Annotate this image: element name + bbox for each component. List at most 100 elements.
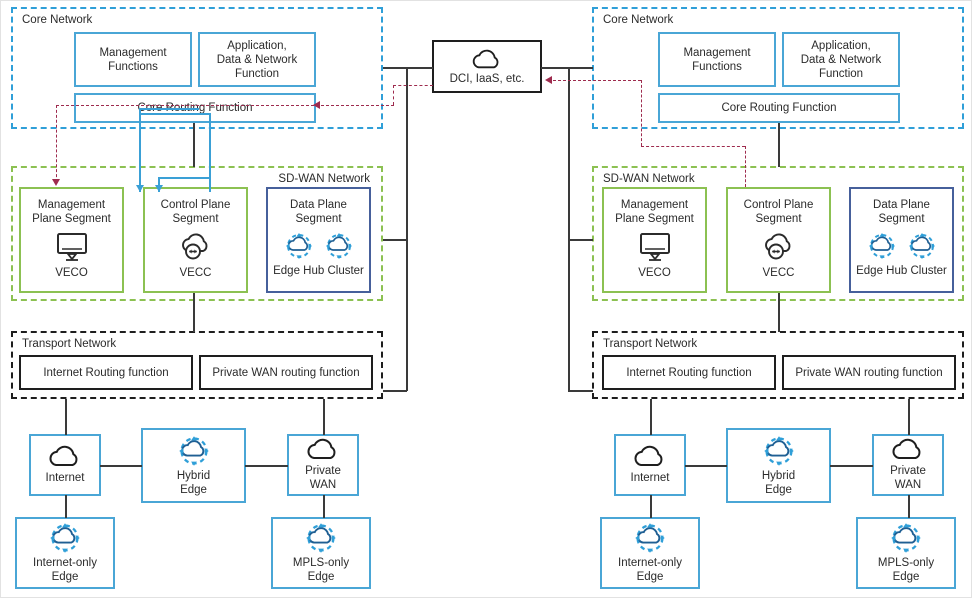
left-mgmt-dashed-from-dci [393, 85, 433, 86]
right-transport-network-label: Transport Network [603, 338, 698, 350]
left-mpls-only-edge-node-label: MPLS-only Edge [292, 557, 350, 583]
left-internet-routing-function-box[interactable]: Internet Routing function [19, 355, 193, 390]
dci-iaas-label: DCI, IaaS, etc. [449, 73, 525, 85]
right-sdwan-to-transport-connector [778, 293, 780, 332]
left-sdwan-to-transport-connector [193, 293, 195, 332]
right-outer-spine-vertical [568, 67, 570, 391]
right-control-plane-segment-title: Control Plane Segment [743, 199, 814, 225]
right-spine-to-dci-link [541, 67, 569, 69]
right-internet-only-edge-node-label: Internet-only Edge [618, 557, 682, 583]
left-spine-to-dci-link [383, 67, 433, 69]
edge-node-icon [304, 522, 338, 554]
right-mpls-only-edge-node-label: MPLS-only Edge [877, 557, 935, 583]
right-mgmt-dashed-vertical-down [745, 146, 746, 187]
left-internet-routing-to-internet-connector [65, 399, 67, 435]
right-transport-network-zone: Transport Network [592, 331, 964, 399]
right-management-plane-segment-caption: VECO [638, 267, 671, 279]
right-core-management-functions-label: Management Functions [683, 46, 751, 73]
right-management-plane-segment[interactable]: Management Plane Segment VECO [602, 187, 707, 293]
left-core-application-data-network-box[interactable]: Application, Data & Network Function [198, 32, 316, 87]
right-core-network-label: Core Network [603, 14, 674, 26]
left-private-wan-routing-to-wan-connector [323, 399, 325, 435]
left-core-network-label: Core Network [22, 14, 93, 26]
left-internet-only-edge-node-label: Internet-only Edge [33, 557, 97, 583]
left-mpls-only-edge-node[interactable]: MPLS-only Edge [271, 517, 371, 589]
right-private-wan-routing-to-wan-connector [908, 399, 910, 435]
left-control-arrow-a [135, 185, 144, 192]
right-private-wan-node[interactable]: Private WAN [872, 434, 944, 496]
right-hybrid-edge-node[interactable]: Hybrid Edge [726, 428, 831, 503]
left-control-line-b-down [158, 177, 160, 192]
left-core-management-functions-label: Management Functions [99, 46, 167, 73]
left-mgmt-dashed-horizontal-long [56, 105, 394, 106]
left-control-line-b-horizontal [158, 177, 211, 179]
cloud-icon [466, 49, 508, 71]
right-core-application-data-network-box[interactable]: Application, Data & Network Function [782, 32, 900, 87]
right-core-routing-function-label: Core Routing Function [721, 102, 837, 114]
left-control-line-b-vertical [209, 113, 211, 192]
left-management-plane-segment-caption: VECO [55, 267, 88, 279]
right-mgmt-dashed-horizontal [641, 146, 745, 147]
left-mgmt-dashed-arrow [51, 179, 60, 186]
left-data-plane-segment[interactable]: Data Plane Segment Edge Hub Cluster [266, 187, 371, 293]
left-internet-only-edge-node[interactable]: Internet-only Edge [15, 517, 115, 589]
left-internet-routing-function-label: Internet Routing function [43, 366, 169, 379]
right-mpls-only-edge-node[interactable]: MPLS-only Edge [856, 517, 956, 589]
left-management-plane-segment-title: Management Plane Segment [32, 199, 111, 225]
right-spine-to-core-link [568, 67, 593, 69]
right-private-wan-routing-function-label: Private WAN routing function [795, 366, 943, 379]
left-private-wan-node[interactable]: Private WAN [287, 434, 359, 496]
right-hybrid-edge-node-label: Hybrid Edge [761, 469, 796, 496]
right-internet-only-edge-node[interactable]: Internet-only Edge [600, 517, 700, 589]
left-internet-to-internet-only-connector [65, 495, 67, 518]
monitor-icon [638, 232, 672, 262]
right-internet-node[interactable]: Internet [614, 434, 686, 496]
left-sdwan-network-label: SD-WAN Network [278, 173, 370, 185]
right-core-routing-function-box[interactable]: Core Routing Function [658, 93, 900, 123]
left-internet-node[interactable]: Internet [29, 434, 101, 496]
right-private-wan-routing-function-box[interactable]: Private WAN routing function [782, 355, 956, 390]
cloud-icon [888, 438, 928, 462]
left-internet-to-hybrid-link [100, 465, 142, 467]
edge-cluster-icon [284, 232, 354, 260]
right-data-plane-segment[interactable]: Data Plane Segment Edge Hub Cluster [849, 187, 954, 293]
left-core-management-functions-box[interactable]: Management Functions [74, 32, 192, 87]
left-management-plane-segment[interactable]: Management Plane Segment VECO [19, 187, 124, 293]
left-private-wan-routing-function-label: Private WAN routing function [212, 366, 360, 379]
edge-node-icon [633, 522, 667, 554]
left-control-line-c-horizontal [139, 113, 211, 115]
right-internet-node-label: Internet [630, 472, 670, 484]
edge-cluster-icon [867, 232, 937, 260]
left-private-wan-routing-function-box[interactable]: Private WAN routing function [199, 355, 373, 390]
right-sdwan-network-label: SD-WAN Network [603, 173, 695, 185]
dci-iaas-box[interactable]: DCI, IaaS, etc. [432, 40, 542, 93]
left-internet-node-label: Internet [45, 472, 85, 484]
left-data-plane-segment-title: Data Plane Segment [290, 199, 347, 225]
left-control-plane-segment-caption: VECC [179, 267, 212, 279]
monitor-icon [55, 232, 89, 262]
left-hybrid-edge-node[interactable]: Hybrid Edge [141, 428, 246, 503]
cloud-icon [630, 445, 670, 469]
left-outer-spine-vertical [406, 67, 408, 391]
right-core-application-data-network-label: Application, Data & Network Function [800, 39, 882, 80]
right-internet-routing-function-box[interactable]: Internet Routing function [602, 355, 776, 390]
right-management-plane-segment-title: Management Plane Segment [615, 199, 694, 225]
left-hybrid-edge-node-label: Hybrid Edge [176, 469, 211, 496]
right-core-to-sdwan-connector [778, 123, 780, 167]
right-core-management-functions-box[interactable]: Management Functions [658, 32, 776, 87]
right-internet-routing-function-label: Internet Routing function [626, 366, 752, 379]
left-mgmt-dashed-vertical-outer [393, 85, 394, 105]
right-hybrid-to-private-wan-link [830, 465, 873, 467]
right-internet-to-hybrid-link [685, 465, 727, 467]
right-internet-to-internet-only-connector [650, 495, 652, 518]
cloud-exchange-icon [760, 232, 798, 262]
right-control-plane-segment[interactable]: Control Plane Segment VECC [726, 187, 831, 293]
left-core-to-sdwan-connector [193, 123, 195, 167]
right-sdwan-to-spine-link [568, 239, 593, 241]
left-hybrid-to-private-wan-link [245, 465, 288, 467]
right-spine-to-transport-link [568, 390, 593, 392]
edge-node-icon [177, 435, 211, 467]
left-control-plane-segment[interactable]: Control Plane Segment VECC [143, 187, 248, 293]
right-private-wan-node-label: Private WAN [890, 465, 926, 491]
